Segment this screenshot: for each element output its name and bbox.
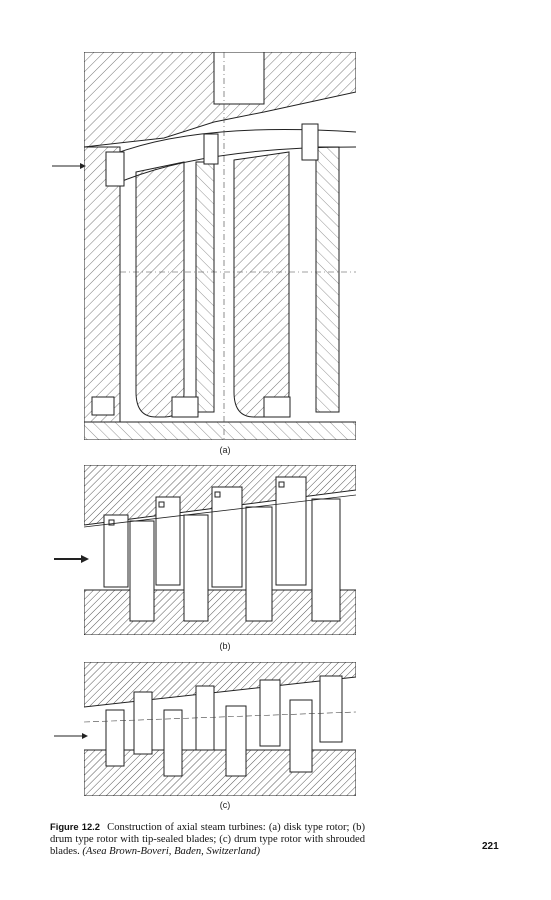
figure-number: Figure 12.2 — [50, 821, 101, 832]
caption-source: (Asea Brown-Boveri, Baden, Switzerland) — [82, 846, 260, 858]
caption-text: Construction of axial steam turbines: (a… — [50, 822, 366, 858]
panel-label-a: (a) — [219, 445, 231, 455]
panel-label-b: (b) — [219, 641, 231, 651]
flow-arrow-a — [52, 163, 86, 169]
flow-arrow-c — [54, 733, 88, 739]
page-number: 221 — [482, 841, 499, 852]
turbine-diagram-drum-shrouded — [84, 662, 356, 796]
figure-caption: Figure 12.2 Construction of axial steam … — [50, 821, 365, 859]
panel-label-c: (c) — [219, 800, 231, 810]
turbine-diagram-drum-tip-sealed — [84, 465, 356, 635]
flow-arrow-b — [54, 555, 89, 563]
turbine-diagram-disk-rotor — [84, 52, 356, 440]
